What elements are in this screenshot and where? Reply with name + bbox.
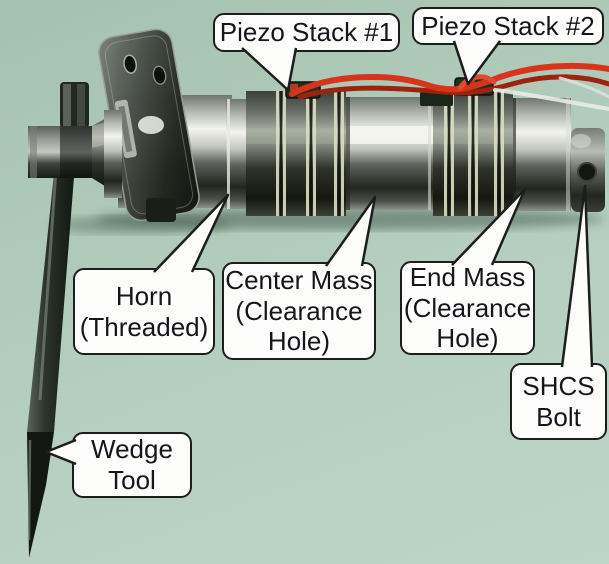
step-ring xyxy=(226,99,246,209)
callout-piezo-stack-1-label: Piezo Stack #1 xyxy=(219,17,394,48)
callout-piezo-stack-1: Piezo Stack #1 xyxy=(213,13,400,52)
wedge-tool-rod xyxy=(27,126,78,432)
shcs-bolt-head xyxy=(571,128,605,212)
center-mass-section xyxy=(346,97,433,210)
callout-wedge-tool-label: Wedge Tool xyxy=(91,434,173,495)
wedge-tool xyxy=(27,82,89,558)
callout-piezo-stack-2: Piezo Stack #2 xyxy=(412,7,604,45)
piezo-stack-2-section xyxy=(433,91,513,216)
horn-tip xyxy=(28,126,92,178)
callout-shcs-bolt: SHCS Bolt xyxy=(510,363,607,440)
collar-ring xyxy=(104,110,122,198)
callout-piezo-stack-2-label: Piezo Stack #2 xyxy=(421,10,595,41)
callout-end-mass-label: End Mass (Clearance Hole) xyxy=(403,262,532,354)
callout-shcs-bolt-label: SHCS Bolt xyxy=(522,370,595,432)
callout-wedge-tool: Wedge Tool xyxy=(72,432,192,498)
callout-horn: Horn (Threaded) xyxy=(73,268,215,355)
flange-lower-boss xyxy=(146,198,176,222)
callout-end-mass: End Mass (Clearance Hole) xyxy=(400,261,535,355)
end-mass-section xyxy=(513,98,571,211)
glare-spot xyxy=(138,116,164,134)
piezo-stack-1-section xyxy=(246,91,346,216)
callout-center-mass: Center Mass (Clearance Hole) xyxy=(222,262,376,360)
flange-bolt-holes xyxy=(123,54,167,85)
callout-horn-label: Horn (Threaded) xyxy=(79,280,209,342)
callout-center-mass-label: Center Mass (Clearance Hole) xyxy=(225,264,373,357)
